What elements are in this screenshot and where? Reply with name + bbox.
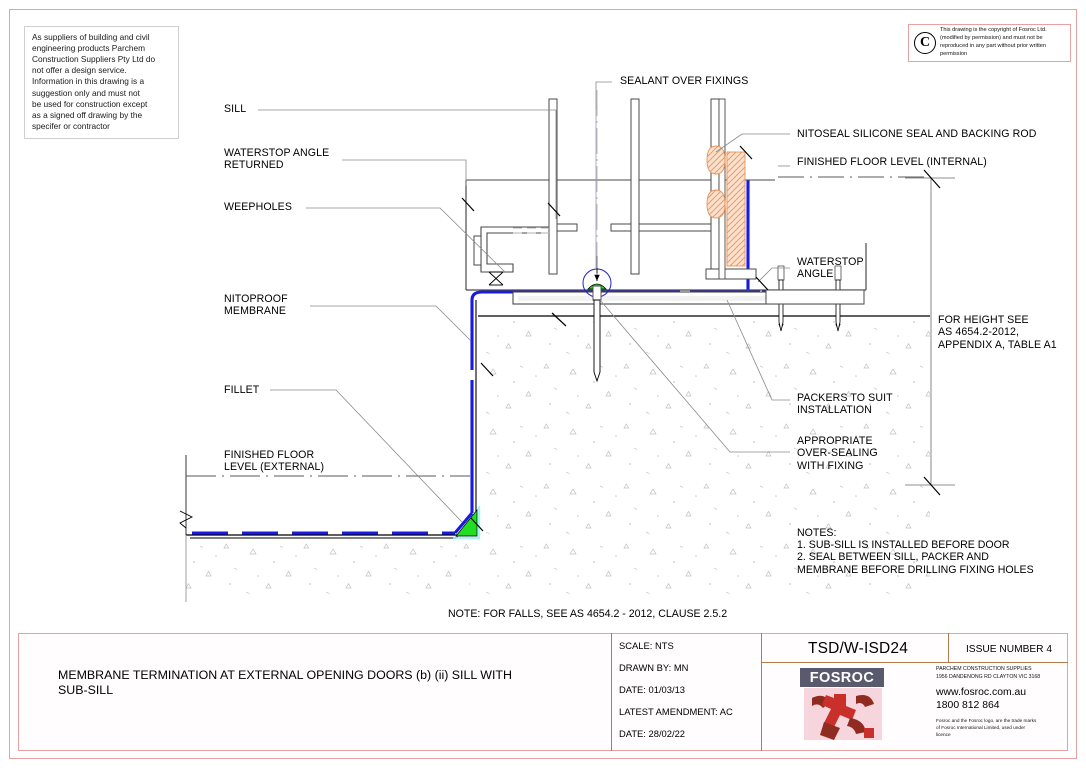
issue-number: ISSUE NUMBER 4 xyxy=(965,643,1053,655)
height-dimension-line xyxy=(905,169,955,496)
title-block-divider-1 xyxy=(611,633,612,751)
fillet-green xyxy=(453,506,481,540)
label-packers-to-suit-installation: PACKERS TO SUIT INSTALLATION xyxy=(797,392,893,417)
concrete-slab-internal xyxy=(478,315,930,600)
drawn-by-field: DRAWN BY: MN xyxy=(619,662,689,673)
company-contact-block: PARCHEM CONSTRUCTION SUPPLIES 1956 DANDE… xyxy=(936,666,1066,738)
fixing-bolt-center xyxy=(582,256,612,383)
fosroc-figure-icon xyxy=(804,688,882,740)
label-fillet: FILLET xyxy=(224,384,260,396)
label-sill: SILL xyxy=(224,103,247,115)
company-phone[interactable]: 1800 812 864 xyxy=(936,699,1000,711)
title-block-rule-1 xyxy=(761,662,1068,663)
title-block-divider-2 xyxy=(761,633,762,751)
copyright-icon: C xyxy=(914,32,936,54)
company-address: PARCHEM CONSTRUCTION SUPPLIES 1956 DANDE… xyxy=(936,666,1041,680)
copyright-box: C This drawing is the copyright of Fosro… xyxy=(908,24,1071,62)
notes-items: 1. SUB-SILL IS INSTALLED BEFORE DOOR 2. … xyxy=(797,539,1034,576)
scale-field: SCALE: NTS xyxy=(619,640,674,651)
leader-lines xyxy=(258,81,790,523)
sill-assembly xyxy=(465,179,867,305)
trademark-notice: Fosroc and the Fosroc logo, are the trad… xyxy=(936,717,1037,737)
amendment-date-field: DATE: 28/02/22 xyxy=(619,728,686,739)
drawing-code: TSD/W-ISD24 xyxy=(807,640,909,657)
leader-arrowheads xyxy=(461,145,769,532)
label-for-height-see: FOR HEIGHT SEE AS 4654.2-2012, APPENDIX … xyxy=(938,314,1057,351)
label-nitoseal-silicone-seal: NITOSEAL SILICONE SEAL AND BACKING ROD xyxy=(797,128,1037,140)
title-block xyxy=(18,633,1068,751)
copyright-text: This drawing is the copyright of Fosroc … xyxy=(940,27,1047,57)
packer-fixings-right xyxy=(765,265,865,332)
slab-edge-external xyxy=(179,455,194,602)
fosroc-logo: FOSROC xyxy=(800,668,896,740)
concrete-slab-external xyxy=(186,534,470,600)
date-field: DATE: 01/03/13 xyxy=(619,684,686,695)
title-block-divider-3 xyxy=(948,633,949,662)
label-finished-floor-level-internal: FINISHED FLOOR LEVEL (INTERNAL) xyxy=(797,156,987,168)
label-finished-floor-level-external: FINISHED FLOOR LEVEL (EXTERNAL) xyxy=(224,449,325,474)
label-waterstop-angle-returned: WATERSTOP ANGLE RETURNED xyxy=(224,147,330,172)
drawing-title: MEMBRANE TERMINATION AT EXTERNAL OPENING… xyxy=(58,668,512,697)
label-nitoproof-membrane: NITOPROOF MEMBRANE xyxy=(224,293,288,318)
label-appropriate-over-sealing: APPROPRIATE OVER-SEALING WITH FIXING xyxy=(797,435,878,472)
falls-note: NOTE: FOR FALLS, SEE AS 4654.2 - 2012, C… xyxy=(448,608,728,620)
latest-amendment-field: LATEST AMENDMENT: AC xyxy=(619,706,733,717)
door-frame-mullions xyxy=(513,98,757,280)
label-waterstop-angle: WATERSTOP ANGLE xyxy=(797,256,864,281)
fosroc-wordmark: FOSROC xyxy=(800,668,884,687)
disclaimer-box: As suppliers of building and civil engin… xyxy=(24,26,179,139)
nitoseal-silicone-backing-rod xyxy=(706,145,746,267)
notes-heading: NOTES: xyxy=(797,527,837,539)
label-sealant-over-fixings: SEALANT OVER FIXINGS xyxy=(620,75,749,87)
label-weepholes: WEEPHOLES xyxy=(224,201,293,213)
company-website[interactable]: www.fosroc.com.au xyxy=(936,686,1027,698)
